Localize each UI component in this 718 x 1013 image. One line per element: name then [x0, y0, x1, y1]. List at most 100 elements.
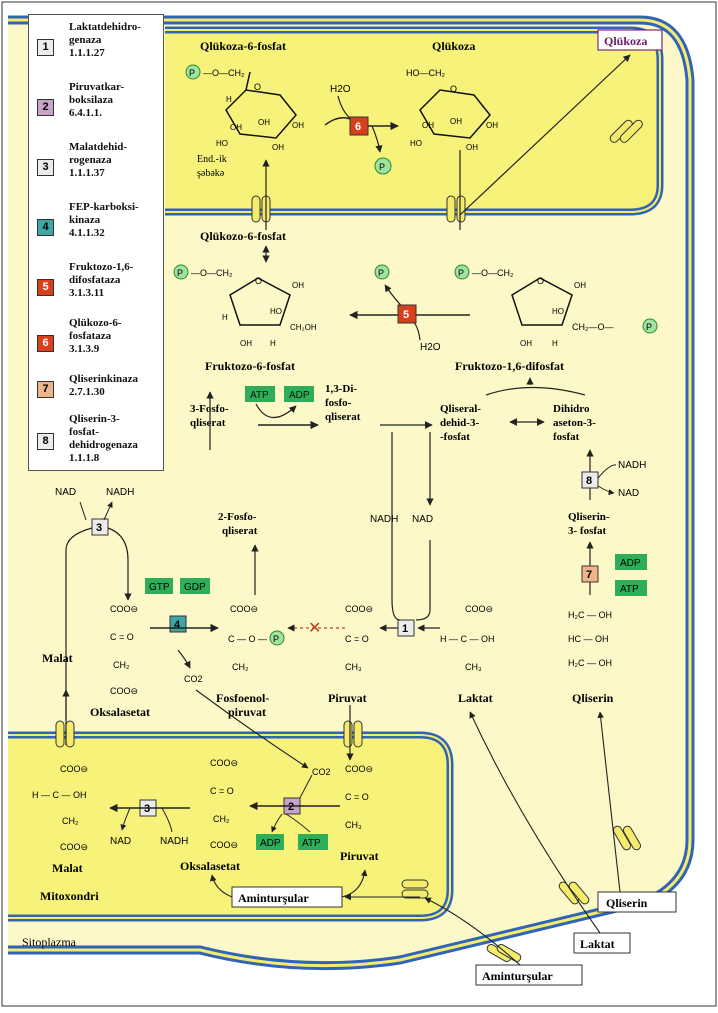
- enzyme-5-badge: [397, 304, 417, 324]
- enzyme-8-badge: [581, 471, 599, 489]
- phosphate-icon: [185, 64, 201, 80]
- mito-nadh: NADH: [160, 836, 188, 847]
- enzyme-2-number: 2: [288, 801, 294, 813]
- transporter-er-right-a: [446, 195, 456, 223]
- enzyme-3-cyto-badge: [91, 518, 109, 536]
- enzyme8-nadh: NADH: [618, 460, 646, 471]
- gtp-label: GTP: [149, 582, 170, 593]
- pyruvate-mito-label: Piruvat: [340, 849, 379, 863]
- f6p-linker: —O—CH₂: [191, 268, 233, 278]
- mito-membrane-stripe: [8, 734, 451, 919]
- glycerol-c3: H₂C — OH: [568, 658, 612, 668]
- sitoplazma-label: Sitoplazma: [22, 935, 77, 949]
- enzyme3-nadh-arrow: [103, 501, 113, 521]
- er-glu-oh4: OH: [466, 143, 478, 152]
- malat-mito-label: Malat: [52, 861, 83, 875]
- atp-label: ATP: [250, 390, 269, 401]
- cyto-nadh: NADH: [370, 514, 398, 525]
- laktat-outside-box: [573, 932, 631, 954]
- glycerol3p-label-1: Qliserin-: [568, 511, 610, 523]
- fructose6p-structure: [229, 277, 291, 326]
- transporter-mito-piruvat-a: [343, 720, 353, 748]
- er-glucose6p-structure: [225, 71, 297, 139]
- bpg-label-1: 1,3-Di-: [325, 383, 357, 395]
- pep-ch2: CH₂: [232, 662, 249, 672]
- enzyme8-nadh-curve: [597, 464, 617, 479]
- dhap-label-2: aseton-3-: [553, 417, 596, 429]
- enzyme7-atp-badge: [615, 580, 647, 596]
- enzyme-1-number: 1: [402, 623, 408, 635]
- adp-badge: [284, 386, 314, 402]
- pep-c-o: C — O —: [228, 634, 267, 644]
- er-g6p-linker: —O—CH₂: [203, 68, 245, 78]
- transporter-er-left-a: [251, 195, 261, 223]
- pep-label-1: Fosfoenol-: [216, 691, 269, 705]
- qliserin-import-arrow: [597, 711, 621, 893]
- er-phosphate-released: P: [379, 162, 385, 172]
- legend-num-2: 2: [37, 99, 54, 116]
- gtp-badge: [145, 578, 173, 594]
- transporter-mito-piruvat-b: [353, 720, 363, 748]
- f6p-phosphate: P: [177, 268, 183, 278]
- transporter-cell-qlukoza-b: [619, 119, 643, 143]
- legend-text-5: Fruktozo-1,6- difosfataza 3.1.3.11: [69, 261, 134, 299]
- pg2-label-1: 2-Fosfo-: [218, 511, 257, 523]
- enzyme8-nad: NAD: [618, 488, 639, 499]
- mito-adp-badge: [256, 834, 284, 850]
- f16-phosphate-1: P: [458, 268, 464, 278]
- malat-mito-coo1: COO⊖: [60, 764, 88, 774]
- legend-text-7: Qliserinkinaza 2.7.1.30: [69, 373, 139, 398]
- atp-adp-curve: [255, 403, 297, 419]
- malat-mito-coo2: COO⊖: [60, 842, 88, 852]
- amin-outside-import-arrow: [424, 897, 521, 966]
- glycerol-label: Qliserin: [572, 691, 614, 705]
- enzyme3-mito-nad-arrow: [120, 807, 131, 831]
- enzyme-legend: 1 Laktatdehidro- genaza 1.1.1.27 2 Piruv…: [28, 14, 164, 471]
- legend-num-3: 3: [37, 159, 54, 176]
- pyruvate-coo: COO⊖: [345, 604, 373, 614]
- er-g6p-oh4: OH: [272, 143, 284, 152]
- cyto-nad: NAD: [412, 514, 433, 525]
- qlukoza-outside-box: [597, 29, 663, 51]
- er-glu-oh1: OH: [422, 121, 434, 130]
- mito-adp-curve: [271, 813, 283, 833]
- oaa-mito-co: C = O: [210, 786, 234, 796]
- mito-atp-curve: [285, 813, 311, 833]
- lactate-ch3: CH₃: [465, 662, 482, 672]
- aminturshular-outside-label: Aminturşular: [482, 969, 553, 983]
- oaa-cyto-label: Oksalasetat: [90, 705, 150, 719]
- legend-text-3: Malatdehid- rogenaza 1.1.1.37: [69, 141, 128, 179]
- transporter-mito-malat-b: [65, 720, 75, 748]
- er-glu-oh3: OH: [486, 121, 498, 130]
- oaa-mito-coo1: COO⊖: [210, 758, 238, 768]
- legend-num-4: 4: [37, 219, 54, 236]
- legend-text-4: FEP-karboksi- kinaza 4.1.1.32: [69, 201, 139, 239]
- glycerol3p-label-2: 3- fosfat: [568, 525, 607, 537]
- er-water: H2O: [330, 84, 351, 95]
- f6p-ho: HO: [270, 307, 282, 316]
- f16-h: H: [552, 339, 558, 348]
- enzyme8-nad-curve: [597, 485, 615, 496]
- malat-cyto-label: Malat: [42, 651, 73, 665]
- pep-coo: COO⊖: [230, 604, 258, 614]
- er-g6p-ring-o: O: [254, 82, 261, 92]
- transporter-mito-amin-a: [401, 879, 429, 889]
- adp-label: ADP: [289, 390, 310, 401]
- atp-badge: [245, 386, 275, 402]
- f16-phosphate-icon-2: [642, 318, 658, 334]
- enzyme7-atp: ATP: [620, 584, 639, 595]
- enzyme5-water: H2O: [420, 342, 441, 353]
- er-g6p-ho: HO: [216, 139, 228, 148]
- aminturshular-outside-box: [475, 964, 583, 986]
- malat-to-enzyme3-line: [65, 527, 93, 720]
- pyruvate-ch3: CH₃: [345, 662, 362, 672]
- cyto-nad-left: NAD: [55, 487, 76, 498]
- mito-atp-badge: [298, 834, 328, 850]
- mito-atp: ATP: [302, 838, 321, 849]
- malat-mito-hcoh: H — C — OH: [32, 790, 87, 800]
- enzyme7-adp-badge: [615, 554, 647, 570]
- f6p-h2: H: [270, 339, 276, 348]
- pep-label-2: piruvat: [228, 705, 266, 719]
